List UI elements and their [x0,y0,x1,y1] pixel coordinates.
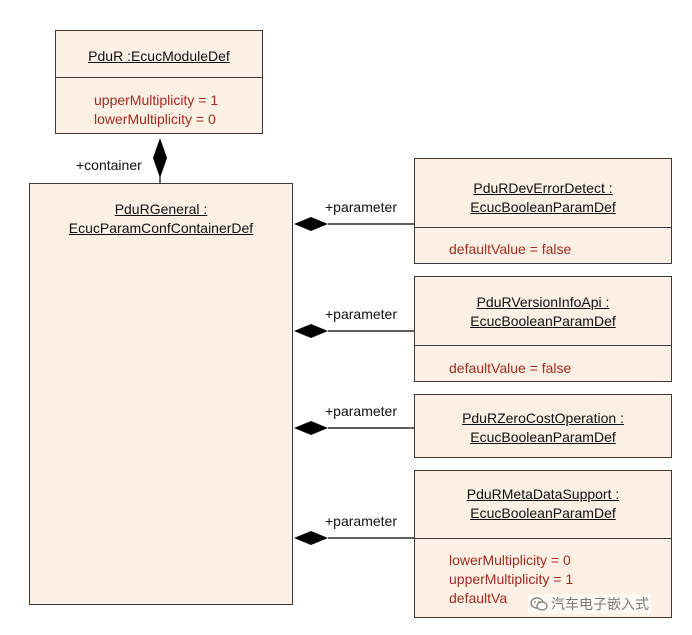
general-container-box: PduRGeneral : EcucParamConfContainerDef [29,183,293,605]
general-title: PduRGeneral : EcucParamConfContainerDef [30,200,292,238]
module-attr: lowerMultiplicity = 0 [94,111,216,127]
general-title-line: EcucParamConfContainerDef [68,220,254,236]
param-divider [415,538,671,539]
module-divider [56,77,262,78]
param-title: PduRMetaDataSupport : EcucBooleanParamDe… [415,485,671,523]
module-attrs: upperMultiplicity = 1 lowerMultiplicity … [94,91,218,129]
param-role-label: +parameter [325,403,397,419]
param-title-line: PduRMetaDataSupport : [466,486,620,502]
watermark-text: 汽车电子嵌入式 [551,596,649,612]
param-title-line: EcucBooleanParamDef [470,313,616,329]
param-title-line: PduRDevErrorDetect : [473,180,613,196]
general-title-line: PduRGeneral : [114,201,208,217]
param-title: PduRZeroCostOperation : EcucBooleanParam… [415,409,671,447]
param-title-line: EcucBooleanParamDef [470,429,616,445]
param-attr: upperMultiplicity = 1 [449,571,574,587]
container-role-label: +container [76,157,142,173]
param-attr: defaultValue = false [449,241,572,257]
container-composition-diamond [153,138,167,178]
param-role-label: +parameter [325,306,397,322]
param-role-label: +parameter [325,199,397,215]
param-title: PduRVersionInfoApi : EcucBooleanParamDef [415,293,671,331]
param-divider [415,227,671,228]
param-composition-diamond-1 [294,217,328,231]
module-title: PduR :EcucModuleDef [88,48,230,64]
param-title-line: EcucBooleanParamDef [470,199,616,215]
param-attrs: lowerMultiplicity = 0 upperMultiplicity … [449,551,573,608]
param-role-label: +parameter [325,513,397,529]
param-title-line: PduRZeroCostOperation : [462,410,624,426]
param-attr: lowerMultiplicity = 0 [449,552,571,568]
param-title-line: PduRVersionInfoApi : [476,294,610,310]
param-box-meta-data-support: PduRMetaDataSupport : EcucBooleanParamDe… [414,470,672,618]
param-attr: defaultValue = false [449,360,572,376]
param-title: PduRDevErrorDetect : EcucBooleanParamDef [415,179,671,217]
param-composition-diamond-4 [294,531,328,545]
watermark: 汽车电子嵌入式 [528,594,651,614]
param-box-version-info-api: PduRVersionInfoApi : EcucBooleanParamDef… [414,276,672,382]
wechat-icon [530,597,548,611]
module-attr: upperMultiplicity = 1 [94,92,219,108]
param-composition-diamond-2 [294,324,328,338]
param-box-dev-error-detect: PduRDevErrorDetect : EcucBooleanParamDef… [414,158,672,264]
param-title-line: EcucBooleanParamDef [470,505,616,521]
module-box: PduR :EcucModuleDef upperMultiplicity = … [55,30,263,134]
param-composition-diamond-3 [294,421,328,435]
param-divider [415,345,671,346]
param-box-zero-cost-operation: PduRZeroCostOperation : EcucBooleanParam… [414,394,672,458]
param-attr: defaultVa [449,590,508,606]
